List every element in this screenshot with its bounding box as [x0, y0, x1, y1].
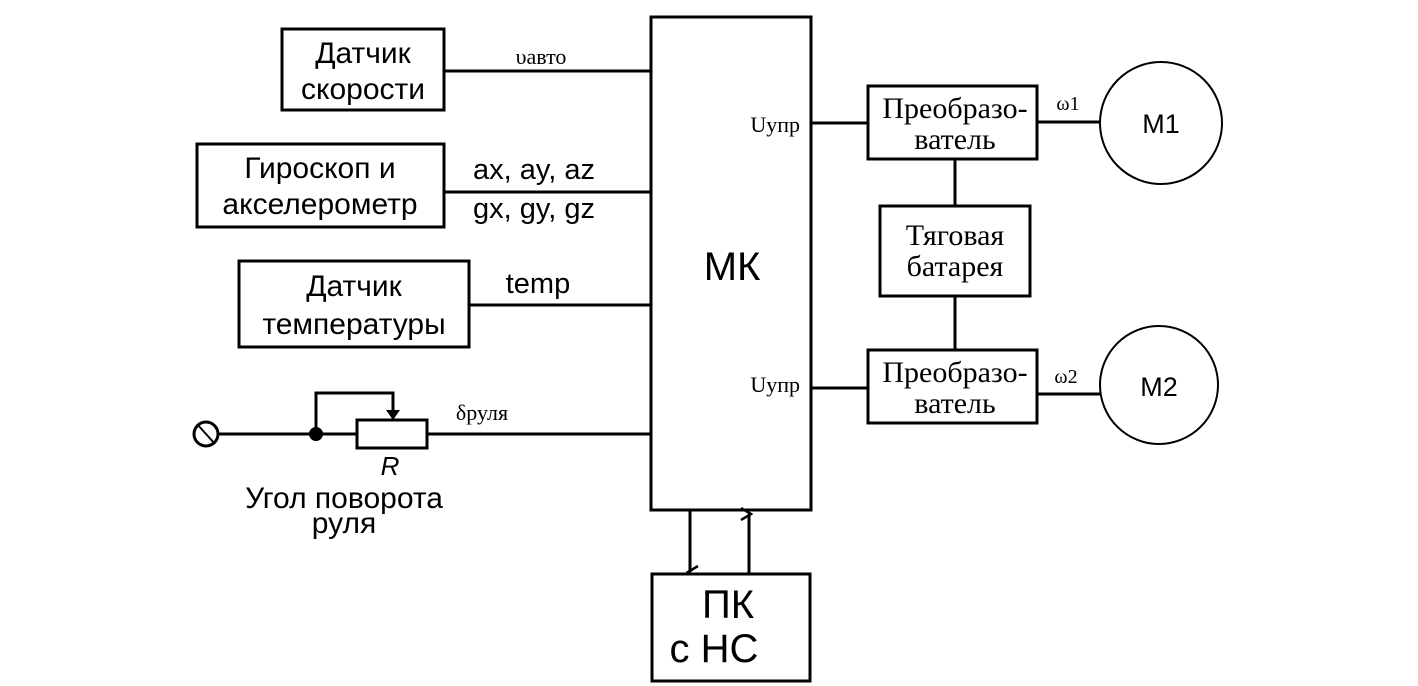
gyro-label-line2: акселерометр [222, 188, 417, 221]
resistor-icon [355, 418, 429, 450]
speed-sensor-label-line1: Датчик [315, 37, 411, 70]
motor1-circle [1099, 61, 1223, 185]
steering-caption-line2: руля [312, 507, 376, 540]
gyro-label-line1: Гироскоп и [244, 152, 395, 185]
converter2-label-line1: Преобразо- [882, 356, 1027, 389]
pc-block: ПК с НС [650, 510, 812, 683]
motor1-label: M1 [1142, 109, 1180, 139]
speed-sensor-box [280, 27, 446, 112]
temp-sensor-block: Датчик температуры temp [237, 259, 651, 349]
temp-sensor-label-line2: температуры [262, 308, 445, 341]
temp-sensor-label-line1: Датчик [306, 270, 402, 303]
gyro-block: Гироскоп и акселерометр ax, ay, az gx, g… [195, 142, 651, 229]
motor2-label: M2 [1140, 372, 1178, 402]
converter1-block: Uупр Преобразо- ватель ω1 [750, 84, 1100, 161]
converter1-input-label: Uупр [750, 112, 800, 137]
converter2-box [866, 348, 1039, 425]
speed-signal-label: υавто [516, 44, 567, 69]
motor1: M1 [1099, 61, 1223, 185]
wiper-wire [314, 391, 395, 434]
temp-signal-label: temp [506, 268, 570, 300]
pc-box [650, 572, 812, 683]
gyro-signal-label: gx, gy, gz [473, 193, 595, 225]
converter2-block: Uупр Преобразо- ватель ω2 [750, 348, 1100, 425]
battery-box [878, 204, 1032, 298]
steering-caption-line1: Угол поворота [245, 482, 443, 515]
speed-sensor-block: Датчик скорости υавто [280, 27, 651, 112]
wiper-arrow-icon [386, 410, 400, 420]
omega2-label: ω2 [1054, 366, 1077, 388]
speed-sensor-label-line2: скорости [301, 73, 425, 106]
temp-sensor-box [237, 259, 471, 349]
converter2-label-line2: ватель [914, 387, 995, 420]
accel-signal-label: ax, ay, az [473, 154, 595, 186]
terminal-icon [192, 420, 220, 448]
motor2: M2 [1099, 325, 1219, 445]
pc-label-line2: с НС [670, 627, 759, 671]
battery-label-line2: батарея [907, 250, 1004, 283]
pc-label-line1: ПК [702, 583, 755, 627]
mk-box [649, 15, 813, 512]
resistor-label: R [381, 451, 400, 481]
battery-block: Тяговая батарея [878, 159, 1032, 350]
converter1-label-line2: ватель [914, 123, 995, 156]
motor2-circle [1099, 325, 1219, 445]
omega1-label: ω1 [1056, 93, 1079, 115]
converter1-label-line1: Преобразо- [882, 92, 1027, 125]
steering-sensor: R δруля Угол поворота руля [192, 391, 651, 540]
converter2-input-label: Uупр [750, 372, 800, 397]
battery-label-line1: Тяговая [906, 219, 1005, 252]
mk-label: МК [704, 245, 761, 289]
gyro-box [195, 142, 446, 229]
steering-signal-label: δруля [456, 400, 508, 425]
mk-block: МК [649, 15, 813, 512]
